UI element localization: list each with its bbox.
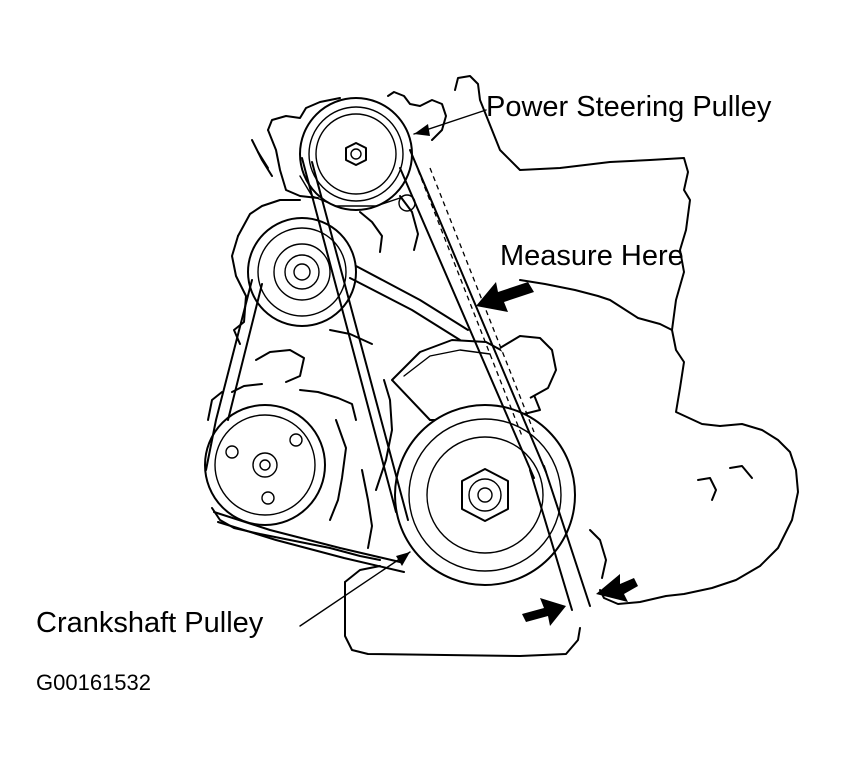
measure-arrows [476, 282, 638, 626]
measure-here-arrow-icon [476, 282, 534, 312]
lower-right-arrow-icon [596, 574, 638, 602]
lower-left-arrow-icon [522, 598, 566, 626]
engine-block-outline [207, 75, 799, 657]
crank-pulley-leader [299, 551, 411, 627]
leader-lines [299, 109, 487, 627]
measure-here-label: Measure Here [500, 240, 684, 272]
alternator-pulley [204, 404, 326, 526]
crankshaft-pulley [394, 404, 576, 586]
crankshaft-pulley-label: Crankshaft Pulley [36, 607, 264, 639]
figure-code: G00161532 [36, 670, 151, 695]
upper-idler-pulley [247, 217, 357, 327]
tensioner-assembly [391, 335, 557, 421]
power-steering-pulley-label: Power Steering Pulley [486, 91, 772, 123]
power-steering-pulley [299, 97, 416, 212]
drive-belts [205, 149, 591, 611]
